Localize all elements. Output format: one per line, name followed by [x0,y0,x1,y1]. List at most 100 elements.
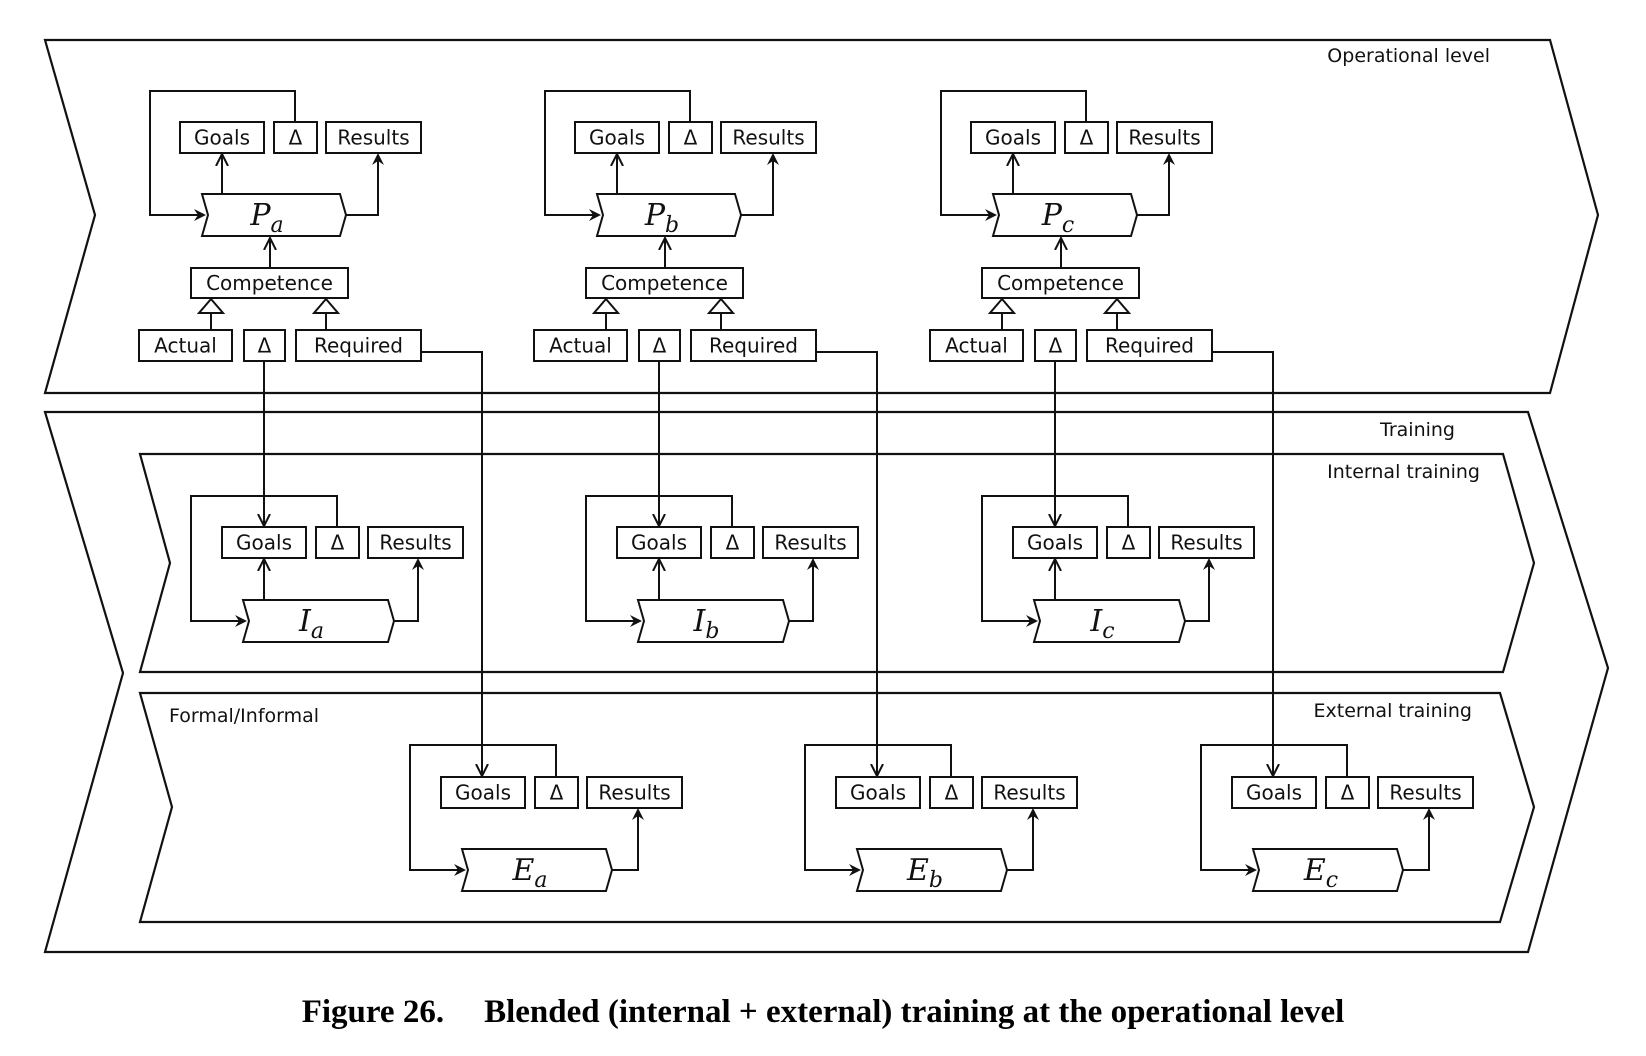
generalization-triangle [987,297,1017,314]
process-Ib-subscript: b [705,619,719,644]
competence-box: Competence [585,267,744,299]
external-goals-box-label: Goals [455,781,511,805]
actual-box: Actual [533,329,628,362]
operational-results-box-label: Results [337,126,409,150]
process-Eb-letter: E [906,853,929,888]
internal-goals-box: Goals [1012,526,1098,559]
feedback-loop-line [940,90,1087,221]
process-Ic: Ic [1032,599,1187,644]
results-arrow [741,153,779,216]
process-Ib-letter: I [693,604,707,639]
operational-results-box-label: Results [1128,126,1200,150]
internal-delta-box: Δ [1106,526,1151,559]
actual-box-label: Actual [549,334,612,358]
process-Pb: Pb [595,193,743,238]
process-Eb-subscript: b [929,868,943,893]
external-goals-box-label: Goals [850,781,906,805]
results-arrow [612,808,644,871]
external-delta-box-label: Δ [945,781,959,805]
operational-goals-box-label: Goals [985,126,1041,150]
operational-level-label: Operational level [1327,45,1490,67]
operational-delta-box: Δ [1064,121,1109,154]
svg-text:Ic: Ic [1089,604,1114,644]
operational-delta-box: Δ [273,121,318,154]
external-delta-box: Δ [1325,776,1370,809]
external-goals-box: Goals [1231,776,1317,809]
actual-box-label: Actual [945,334,1008,358]
operational-results-box-label: Results [732,126,804,150]
internal-goals-box: Goals [616,526,702,559]
internal-delta-box-label: Δ [1122,531,1136,555]
external-goals-box-label: Goals [1246,781,1302,805]
figure-caption: Figure 26. Blended (internal + external) … [302,994,1345,1030]
external-training-label: External training [1314,700,1472,722]
external-results-box-label: Results [993,781,1065,805]
internal-results-box: Results [762,526,859,559]
required-to-external-goals-line [816,351,877,776]
svg-text:Ea: Ea [511,853,547,893]
process-Ic-letter: I [1089,604,1103,639]
internal-results-box: Results [367,526,464,559]
results-arrow [1185,558,1215,622]
results-arrow [346,153,384,216]
formal-informal-label: Formal/Informal [169,705,319,727]
competence-box-label: Competence [206,271,333,295]
process-Eb: Eb [855,848,1009,893]
process-Ea-letter: E [511,853,534,888]
operational-goals-box: Goals [970,121,1056,154]
results-arrow [1007,808,1039,871]
required-box-label: Required [709,334,798,358]
results-arrow [1403,808,1435,871]
required-box: Required [1086,329,1213,362]
competence-delta-box: Δ [1034,329,1077,362]
operational-delta-box-label: Δ [289,126,303,150]
process-Ia: Ia [241,599,396,644]
process-Ia-subscript: a [311,619,324,644]
feedback-loop-line [190,495,338,627]
actual-box-label: Actual [154,334,217,358]
operational-results-box: Results [1116,121,1213,154]
external-delta-box: Δ [534,776,579,809]
competence-delta-box-label: Δ [653,334,667,358]
process-Pc: Pc [991,193,1139,238]
svg-text:Ec: Ec [1303,853,1338,893]
process-Pa-letter: P [249,198,271,233]
process-Pa-subscript: a [271,213,284,238]
operational-goals-box: Goals [179,121,265,154]
external-results-box-label: Results [1389,781,1461,805]
internal-training-frame [138,452,1536,674]
feedback-loop-line [804,744,952,876]
required-box: Required [690,329,817,362]
operational-goals-box-label: Goals [589,126,645,150]
internal-results-box-label: Results [774,531,846,555]
process-Ib: Ib [636,599,791,644]
figure-title: Blended (internal + external) training a… [484,994,1344,1030]
results-arrow [1137,153,1175,216]
internal-goals-box-label: Goals [1027,531,1083,555]
required-to-external-goals-line [1212,351,1273,776]
competence-box-label: Competence [601,271,728,295]
internal-delta-box-label: Δ [726,531,740,555]
process-Pa: Pa [200,193,348,238]
svg-text:Eb: Eb [906,853,943,893]
internal-results-box: Results [1158,526,1255,559]
process-Ec: Ec [1251,848,1405,893]
generalization-triangle [196,297,226,314]
generalization-triangle [1102,297,1132,314]
internal-results-box-label: Results [379,531,451,555]
feedback-loop-line [1200,744,1348,876]
operational-goals-box: Goals [574,121,660,154]
figure-number: Figure 26. [302,994,444,1030]
svg-text:Ia: Ia [298,604,324,644]
svg-text:Pa: Pa [249,198,283,238]
external-results-box: Results [1377,776,1474,809]
competence-box-label: Competence [997,271,1124,295]
internal-delta-box: Δ [315,526,360,559]
generalization-triangle [591,297,621,314]
required-box: Required [295,329,422,362]
external-goals-box: Goals [835,776,921,809]
svg-text:Ib: Ib [693,604,720,644]
